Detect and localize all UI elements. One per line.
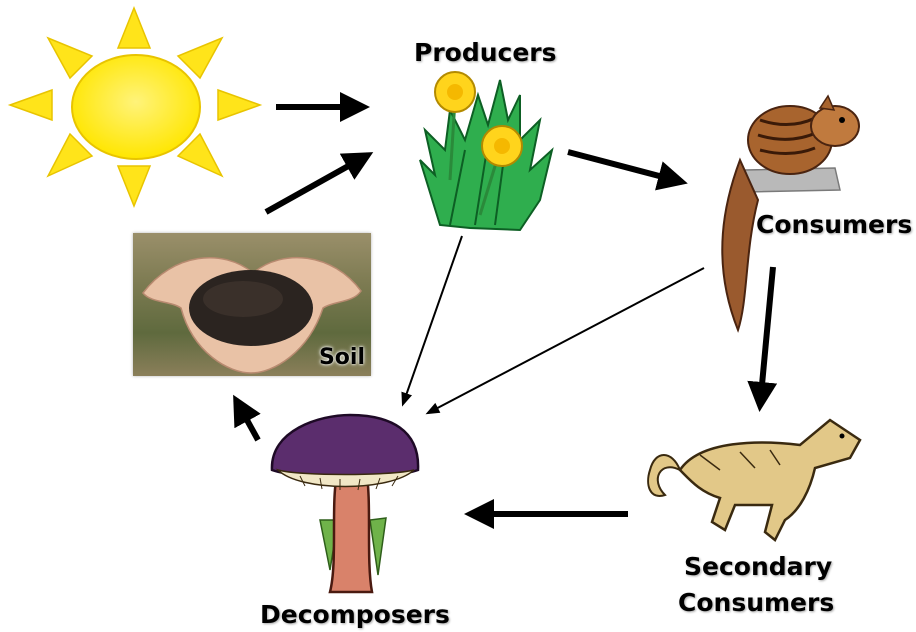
decomposers-label: Decomposers (260, 600, 450, 630)
mushroom-icon (272, 415, 418, 592)
dandelion-icon (420, 72, 552, 230)
thin-arrows (403, 236, 704, 413)
sun-icon (10, 8, 260, 206)
arrow-decomposers-to-soil (236, 400, 258, 440)
secondary-consumers-label-line1: Secondary (684, 552, 832, 582)
arrow-consumers-to-decomposers (428, 268, 704, 413)
arrow-producers-to-decomposers (403, 236, 462, 404)
soil-label: Soil (319, 345, 365, 370)
secondary-consumers-label-line2: Consumers (678, 588, 834, 618)
soil-hands-photo: Soil (133, 233, 371, 376)
consumers-label: Consumers (756, 210, 912, 240)
arrow-consumers-to-secondary (760, 267, 773, 406)
arrow-producers-to-consumers (568, 152, 682, 182)
arrow-soil-to-producers (266, 155, 368, 212)
wolf-icon (648, 420, 860, 540)
producers-label: Producers (414, 38, 557, 68)
